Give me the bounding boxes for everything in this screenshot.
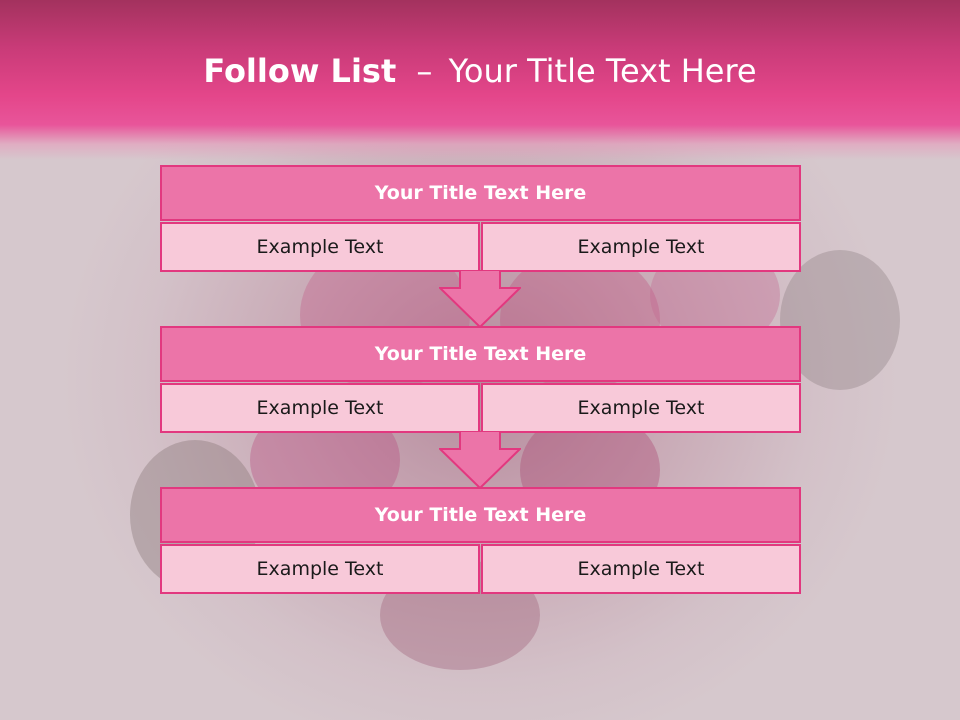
step-row: Example Text Example Text — [160, 544, 801, 594]
down-arrow-icon — [439, 431, 521, 489]
step-block-2: Your Title Text Here Example Text Exampl… — [160, 326, 801, 433]
step-block-1: Your Title Text Here Example Text Exampl… — [160, 165, 801, 272]
step-title: Your Title Text Here — [160, 165, 801, 221]
step-row: Example Text Example Text — [160, 222, 801, 272]
title-rest: Your Title Text Here — [448, 52, 757, 90]
title-bold: Follow List — [203, 52, 397, 90]
step-cell-right: Example Text — [481, 544, 801, 594]
step-cell-left: Example Text — [160, 383, 480, 433]
step-cell-left: Example Text — [160, 222, 480, 272]
step-cell-right: Example Text — [481, 222, 801, 272]
step-row: Example Text Example Text — [160, 383, 801, 433]
down-arrow-icon — [439, 270, 521, 328]
step-cell-right: Example Text — [481, 383, 801, 433]
slide-title: Follow List – Your Title Text Here — [0, 52, 960, 90]
step-cell-left: Example Text — [160, 544, 480, 594]
step-title: Your Title Text Here — [160, 487, 801, 543]
title-bar — [0, 0, 960, 160]
step-title: Your Title Text Here — [160, 326, 801, 382]
title-dash: – — [416, 52, 433, 90]
step-block-3: Your Title Text Here Example Text Exampl… — [160, 487, 801, 594]
